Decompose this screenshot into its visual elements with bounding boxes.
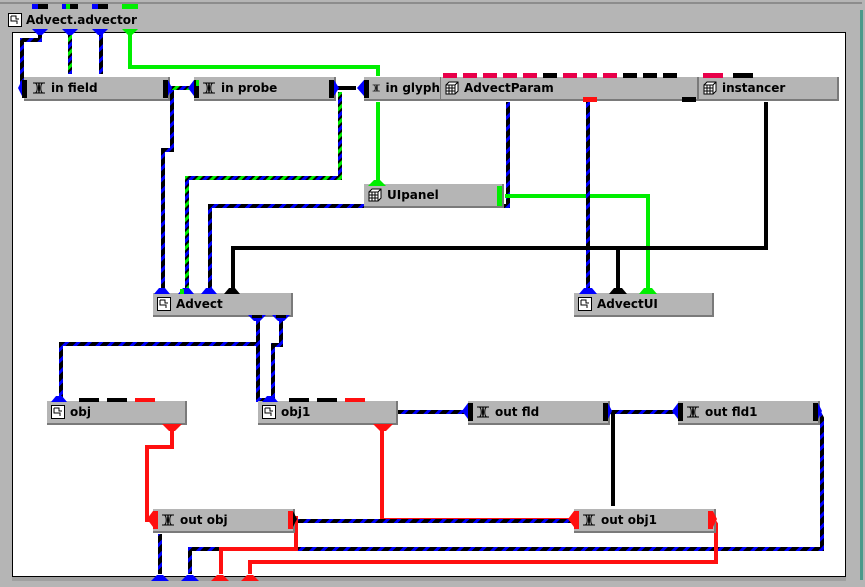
module-label: AdvectUI [597,297,658,311]
module-in-probe[interactable]: in probe [194,77,336,101]
module-obj1[interactable]: obj1 [258,401,398,425]
module-out-fld1[interactable]: out fld1 [678,401,820,425]
port-bottom-2[interactable] [181,575,199,581]
module-label: AdvectParam [464,81,554,95]
macro-link-icon [583,514,595,526]
grid-cube-icon [703,81,717,95]
port-bottom-1[interactable] [151,575,169,581]
macro-link-icon [33,82,45,94]
port-tab-1 [32,29,48,35]
module-label: in probe [221,81,278,95]
macro-link-icon [162,514,174,526]
module-label: in glyph [385,81,441,95]
module-in-field[interactable]: in field [24,77,170,101]
module-uipanel[interactable]: UIpanel [364,184,504,208]
macro-module-icon [8,13,22,27]
macro-title[interactable]: Advect.advector [8,12,137,28]
module-advect[interactable]: Advect [153,293,293,317]
module-label: obj [70,405,91,419]
macro-link-icon [203,82,215,94]
wire-obj-outobj[interactable] [145,430,174,522]
wire-uipanel-advectui[interactable] [505,194,650,292]
port-bottom-4[interactable] [241,575,259,581]
macro-input-ports [32,4,138,35]
port-top-4[interactable] [122,4,138,9]
macro-module-icon [262,405,276,419]
macro-title-label: Advect.advector [26,13,137,27]
port-bottom-3[interactable] [211,575,229,581]
wire-advect-obj[interactable] [59,320,260,400]
port-top-3[interactable] [92,4,108,9]
macro-link-icon [687,406,699,418]
wire-param-uipanel[interactable] [502,102,510,208]
grid-cube-icon [445,81,459,95]
module-out-obj[interactable]: out obj [153,509,295,533]
macro-module-icon [157,297,171,311]
module-advect-ui[interactable]: AdvectUI [574,293,714,317]
wire-glyph-in[interactable] [128,34,380,76]
wire-advect-obj1-a[interactable] [256,344,268,402]
module-label: in field [51,81,98,95]
window-right-border [860,10,863,580]
module-label: out obj1 [601,513,657,527]
grid-cube-icon [368,188,382,202]
module-label: out obj [180,513,228,527]
module-out-obj1[interactable]: out obj1 [574,509,716,533]
module-instancer[interactable]: instancer [699,77,839,101]
macro-output-ports [12,575,846,581]
module-label: obj1 [281,405,311,419]
wire-instancer-advect[interactable] [231,102,768,292]
module-in-glyph[interactable]: in glyph [364,77,442,101]
wire-obj1-outobj1[interactable] [380,430,574,522]
macro-module-icon [578,297,592,311]
module-label: out fld1 [705,405,758,419]
wire-uipanel-advect[interactable] [208,204,365,292]
module-label: out fld [495,405,540,419]
port-top-1[interactable] [32,4,48,9]
wire-field-advect[interactable] [161,90,174,292]
module-out-fld[interactable]: out fld [468,401,610,425]
module-obj[interactable]: obj [47,401,187,425]
macro-link-icon [372,84,380,92]
module-advect-param[interactable]: AdvectParam [441,77,699,101]
wire-probe-advect[interactable] [185,92,342,292]
macro-module-icon [51,405,65,419]
window-top-border [0,2,862,4]
wire-outobj-bottom-red[interactable] [219,516,298,574]
module-label: Advect [176,297,223,311]
wire-advect-obj1-b[interactable] [271,320,283,400]
module-label: UIpanel [387,188,439,202]
macro-link-icon [477,406,489,418]
module-label: instancer [722,81,786,95]
